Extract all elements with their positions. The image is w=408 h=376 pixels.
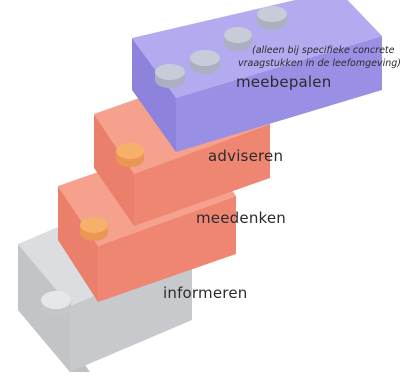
- stud-purple-3: [224, 27, 252, 51]
- label-adviseren: adviseren: [208, 147, 284, 165]
- stud-purple-1: [155, 64, 185, 88]
- stud-purple-4: [257, 6, 287, 30]
- stud-gray: [41, 291, 71, 317]
- brick-meebepalen: [132, 0, 382, 152]
- stud-meedenken: [80, 217, 108, 241]
- stud-adviseren: [116, 143, 144, 167]
- note-line-2: vraagstukken in de leefomgeving): [238, 58, 401, 69]
- label-meebepalen: meebepalen: [236, 73, 332, 91]
- label-informeren: informeren: [163, 284, 248, 302]
- note-text: (alleen bij specifieke concrete vraagstu…: [238, 44, 401, 70]
- note-line-1: (alleen bij specifieke concrete: [252, 45, 395, 56]
- label-meedenken: meedenken: [196, 209, 287, 227]
- stud-purple-2: [190, 50, 220, 74]
